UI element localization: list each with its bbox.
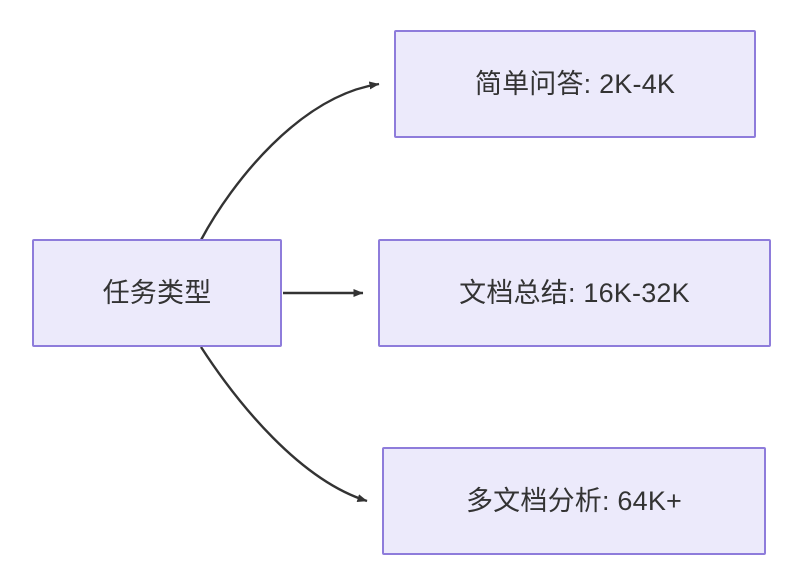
- node-doc-summary-label: 文档总结: 16K-32K: [459, 277, 690, 308]
- node-multi-doc[interactable]: 多文档分析: 64K+: [382, 447, 766, 555]
- node-multi-doc-label: 多文档分析: 64K+: [465, 485, 682, 516]
- edge-task-type-to-simple-qa: [199, 81, 380, 241]
- node-simple-qa[interactable]: 简单问答: 2K-4K: [394, 30, 756, 138]
- edge-task-type-to-multi-doc: [199, 346, 368, 503]
- node-task-type-label: 任务类型: [102, 277, 212, 308]
- node-doc-summary[interactable]: 文档总结: 16K-32K: [378, 239, 771, 347]
- node-simple-qa-label: 简单问答: 2K-4K: [474, 68, 676, 99]
- node-task-type[interactable]: 任务类型: [32, 239, 282, 347]
